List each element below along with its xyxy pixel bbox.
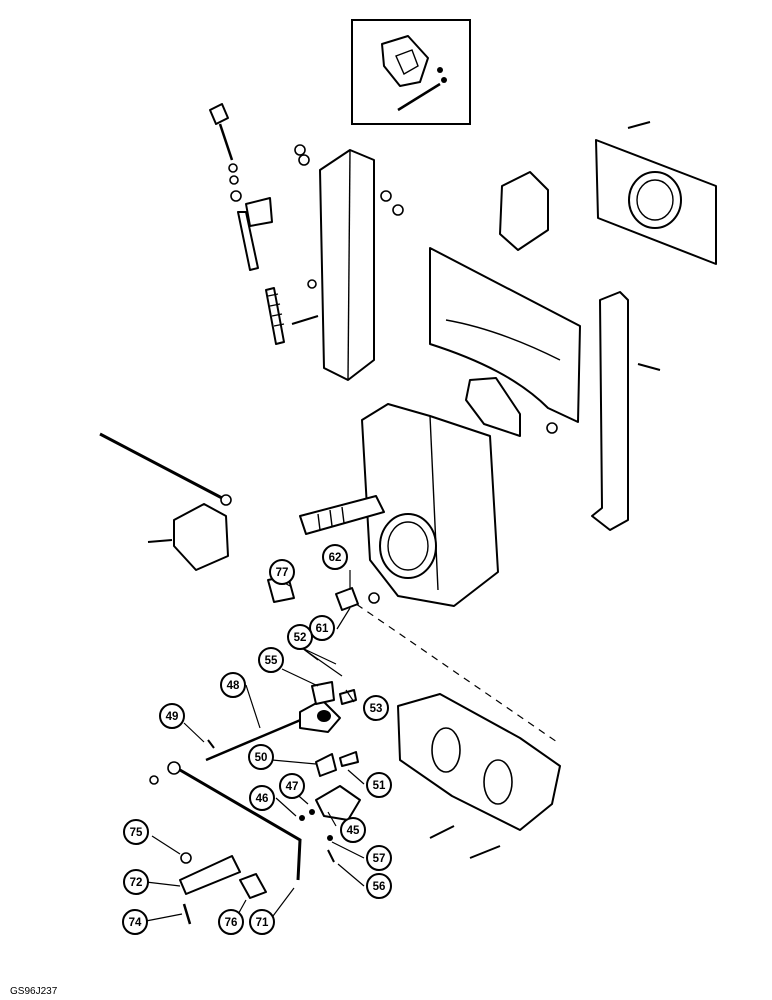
inset-detail-box [351, 19, 471, 125]
lever-assembly [205, 681, 361, 863]
channel-bracket-right [591, 291, 661, 531]
callout-bubble [258, 647, 284, 673]
callout-label: 48 [227, 680, 240, 692]
callout-label: 49 [166, 711, 179, 723]
callout-47: 47 [279, 773, 305, 799]
callout-label: 45 [347, 825, 360, 837]
callout-bubble [366, 873, 392, 899]
callout-48: 48 [220, 672, 246, 698]
callout-group: 77 62 61 52 55 53 48 49 50 51 47 46 45 75 57 72 56 74 76 71 [122, 544, 392, 935]
control-rod-71 [149, 761, 302, 925]
callout-bubble [309, 615, 335, 641]
callout-bubble [287, 624, 313, 650]
callout-label: 72 [130, 877, 143, 889]
callout-bubble [269, 559, 295, 585]
callout-label: 75 [130, 827, 143, 839]
callout-bubble [122, 909, 148, 935]
callout-49: 49 [159, 703, 185, 729]
callout-46: 46 [249, 785, 275, 811]
callout-label: 77 [276, 567, 289, 579]
callout-bubble [363, 695, 389, 721]
callout-label: 74 [129, 917, 142, 929]
callout-74: 74 [122, 909, 148, 935]
callout-label: 62 [329, 552, 342, 564]
callout-label: 51 [373, 780, 386, 792]
callout-label: 57 [373, 853, 386, 865]
callout-55: 55 [258, 647, 284, 673]
callout-52: 52 [287, 624, 313, 650]
callout-label: 46 [256, 793, 269, 805]
callout-bubble [322, 544, 348, 570]
callout-77: 77 [269, 559, 295, 585]
callout-bubble [220, 672, 246, 698]
callout-56: 56 [366, 873, 392, 899]
callout-76: 76 [218, 909, 244, 935]
callout-51: 51 [366, 772, 392, 798]
callout-bubble [366, 772, 392, 798]
gearbox-housing [267, 403, 561, 745]
callout-label: 55 [265, 655, 278, 667]
callout-label: 47 [286, 781, 299, 793]
callout-75: 75 [123, 819, 149, 845]
callout-bubble [248, 744, 274, 770]
callout-bubble [249, 909, 275, 935]
callout-bubble [279, 773, 305, 799]
drawing-code: GS96J237 [10, 986, 58, 997]
channel-bracket-left [291, 144, 404, 381]
callout-label: 50 [255, 752, 268, 764]
callout-62: 62 [322, 544, 348, 570]
callout-label: 53 [370, 703, 383, 715]
callout-50: 50 [248, 744, 274, 770]
callout-label: 56 [373, 881, 386, 893]
callout-label: 71 [256, 917, 269, 929]
callout-71: 71 [249, 909, 275, 935]
callout-label: 76 [225, 917, 238, 929]
callout-bubble [366, 845, 392, 871]
callout-bubble [123, 819, 149, 845]
callout-72: 72 [123, 869, 149, 895]
shroud-panel [429, 247, 581, 437]
long-threaded-rod [99, 432, 232, 571]
callout-57: 57 [366, 845, 392, 871]
callout-label: 61 [316, 623, 329, 635]
callout-61: 61 [309, 615, 335, 641]
link-rod-assembly [209, 103, 285, 345]
mounting-plate-right [499, 121, 717, 265]
callout-label: 52 [294, 632, 307, 644]
callout-53: 53 [363, 695, 389, 721]
callout-bubble [340, 817, 366, 843]
support-frame [397, 693, 561, 859]
callout-bubble [123, 869, 149, 895]
callout-45: 45 [340, 817, 366, 843]
callout-bubble [159, 703, 185, 729]
callout-bubble [249, 785, 275, 811]
callout-bubble [218, 909, 244, 935]
